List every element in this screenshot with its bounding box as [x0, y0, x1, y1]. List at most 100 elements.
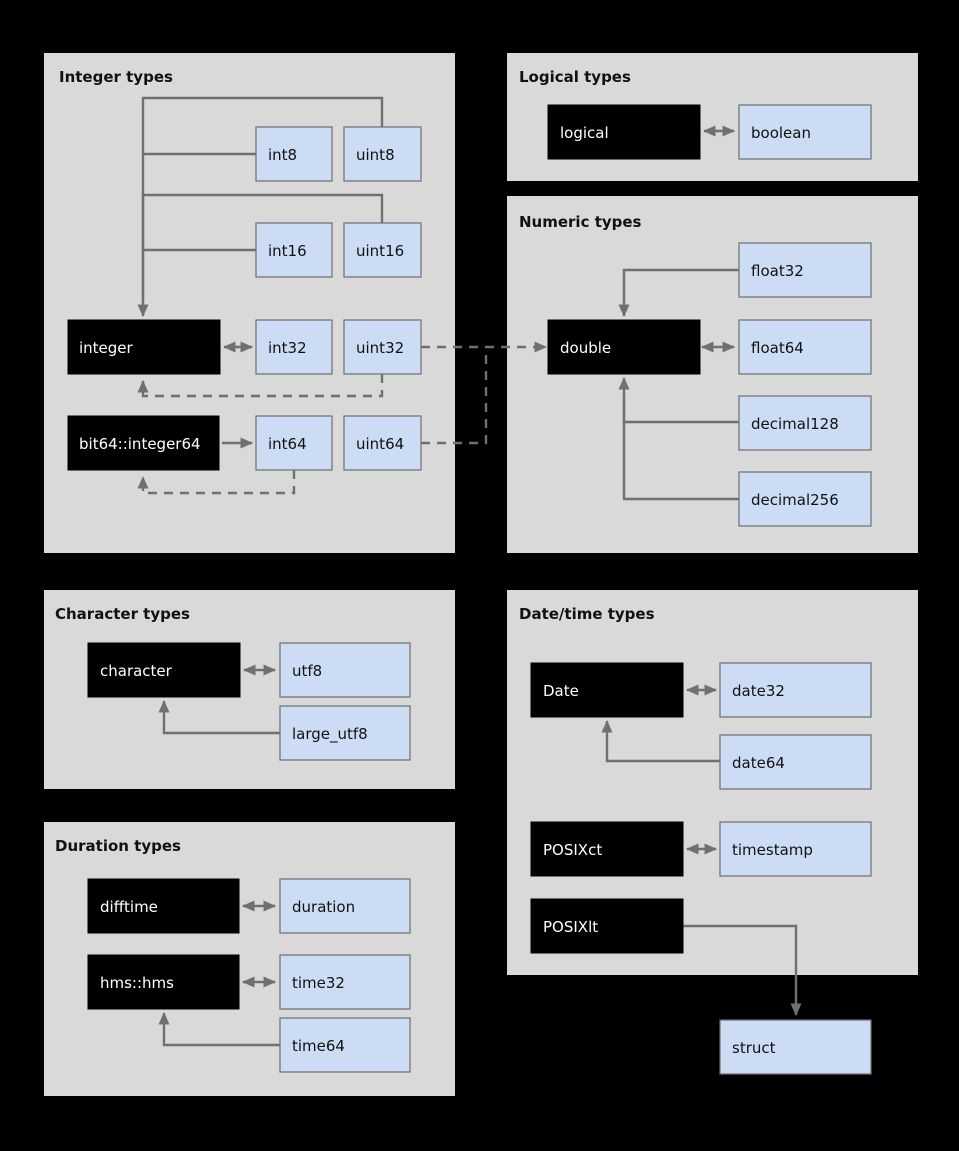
node-label: date32 [732, 682, 785, 700]
node-box[interactable] [87, 642, 241, 698]
node-box[interactable] [67, 415, 220, 471]
node-uint32[interactable]: uint32 [343, 319, 422, 375]
node-box[interactable] [279, 878, 411, 934]
node-character[interactable]: character [87, 642, 241, 698]
node-integer[interactable]: integer [67, 319, 221, 375]
node-hms-hms[interactable]: hms::hms [87, 954, 240, 1010]
node-label: uint16 [356, 242, 404, 260]
node-label: int16 [268, 242, 307, 260]
node-label: date64 [732, 754, 785, 772]
node-box[interactable] [279, 1017, 411, 1073]
node-label: uint64 [356, 435, 404, 453]
node-struct[interactable]: struct [719, 1019, 872, 1075]
node-label: utf8 [292, 662, 322, 680]
node-box[interactable] [719, 1019, 872, 1075]
node-box[interactable] [255, 415, 333, 471]
node-label: uint32 [356, 339, 404, 357]
panel-title: Duration types [55, 837, 181, 855]
node-box[interactable] [343, 415, 422, 471]
node-box[interactable] [67, 319, 221, 375]
node-label: timestamp [732, 841, 813, 859]
node-box[interactable] [738, 319, 872, 375]
node-uint8[interactable]: uint8 [343, 126, 422, 182]
node-box[interactable] [738, 104, 872, 160]
node-label: Date [543, 682, 579, 700]
node-box[interactable] [343, 222, 422, 278]
node-box[interactable] [255, 126, 333, 182]
node-box[interactable] [738, 471, 872, 527]
panel-title: Character types [55, 605, 190, 623]
node-label: duration [292, 898, 355, 916]
node-utf8[interactable]: utf8 [279, 642, 411, 698]
node-box[interactable] [343, 319, 422, 375]
panel-title: Integer types [59, 68, 173, 86]
panel-title: Date/time types [519, 605, 655, 623]
node-decimal128[interactable]: decimal128 [738, 395, 872, 451]
node-logical[interactable]: logical [547, 104, 701, 160]
node-box[interactable] [279, 954, 411, 1010]
node-box[interactable] [738, 395, 872, 451]
node-box[interactable] [279, 642, 411, 698]
node-box[interactable] [738, 242, 872, 298]
node-posixlt[interactable]: POSIXlt [530, 898, 684, 954]
node-date32[interactable]: date32 [719, 662, 872, 718]
node-difftime[interactable]: difftime [87, 878, 240, 934]
node-box[interactable] [530, 898, 684, 954]
edge-int64-to-bit64integer64 [137, 470, 296, 495]
edge-float32-to-double [618, 268, 739, 317]
node-date[interactable]: Date [530, 662, 684, 718]
node-box[interactable] [530, 821, 684, 877]
panel-title: Numeric types [519, 213, 642, 231]
node-decimal256[interactable]: decimal256 [738, 471, 872, 527]
node-box[interactable] [547, 319, 701, 375]
node-float32[interactable]: float32 [738, 242, 872, 298]
edge-largeutf8-to-character [158, 700, 280, 735]
node-label: integer [79, 339, 134, 357]
node-boolean[interactable]: boolean [738, 104, 872, 160]
node-box[interactable] [87, 878, 240, 934]
node-time64[interactable]: time64 [279, 1017, 411, 1073]
node-box[interactable] [343, 126, 422, 182]
edge-uint16-to-integer [141, 193, 384, 300]
node-timestamp[interactable]: timestamp [719, 821, 872, 877]
node-int64[interactable]: int64 [255, 415, 333, 471]
node-box[interactable] [719, 821, 872, 877]
node-label: bit64::integer64 [79, 435, 201, 453]
node-large-utf8[interactable]: large_utf8 [279, 705, 411, 761]
node-uint64[interactable]: uint64 [343, 415, 422, 471]
node-label: int32 [268, 339, 307, 357]
node-label: large_utf8 [292, 725, 368, 744]
node-box[interactable] [279, 705, 411, 761]
node-duration[interactable]: duration [279, 878, 411, 934]
node-int8[interactable]: int8 [255, 126, 333, 182]
node-box[interactable] [547, 104, 701, 160]
node-time32[interactable]: time32 [279, 954, 411, 1010]
node-int32[interactable]: int32 [255, 319, 333, 375]
node-label: float32 [751, 262, 804, 280]
node-box[interactable] [530, 662, 684, 718]
node-box[interactable] [87, 954, 240, 1010]
node-float64[interactable]: float64 [738, 319, 872, 375]
node-label: uint8 [356, 146, 395, 164]
node-double[interactable]: double [547, 319, 701, 375]
edge-date64-to-date [601, 720, 720, 763]
node-label: hms::hms [100, 974, 174, 992]
edge-posixlt-to-struct [683, 924, 802, 1016]
node-box[interactable] [719, 662, 872, 718]
node-box[interactable] [719, 734, 872, 790]
node-label: POSIXct [543, 841, 602, 859]
node-label: struct [732, 1039, 776, 1057]
node-label: character [100, 662, 173, 680]
edge-decimal256-to-double [622, 395, 739, 501]
node-box[interactable] [255, 222, 333, 278]
node-label: boolean [751, 124, 811, 142]
node-label: logical [560, 124, 609, 142]
node-int16[interactable]: int16 [255, 222, 333, 278]
node-uint16[interactable]: uint16 [343, 222, 422, 278]
node-box[interactable] [255, 319, 333, 375]
node-date64[interactable]: date64 [719, 734, 872, 790]
node-bit64-integer64[interactable]: bit64::integer64 [67, 415, 220, 471]
node-posixct[interactable]: POSIXct [530, 821, 684, 877]
